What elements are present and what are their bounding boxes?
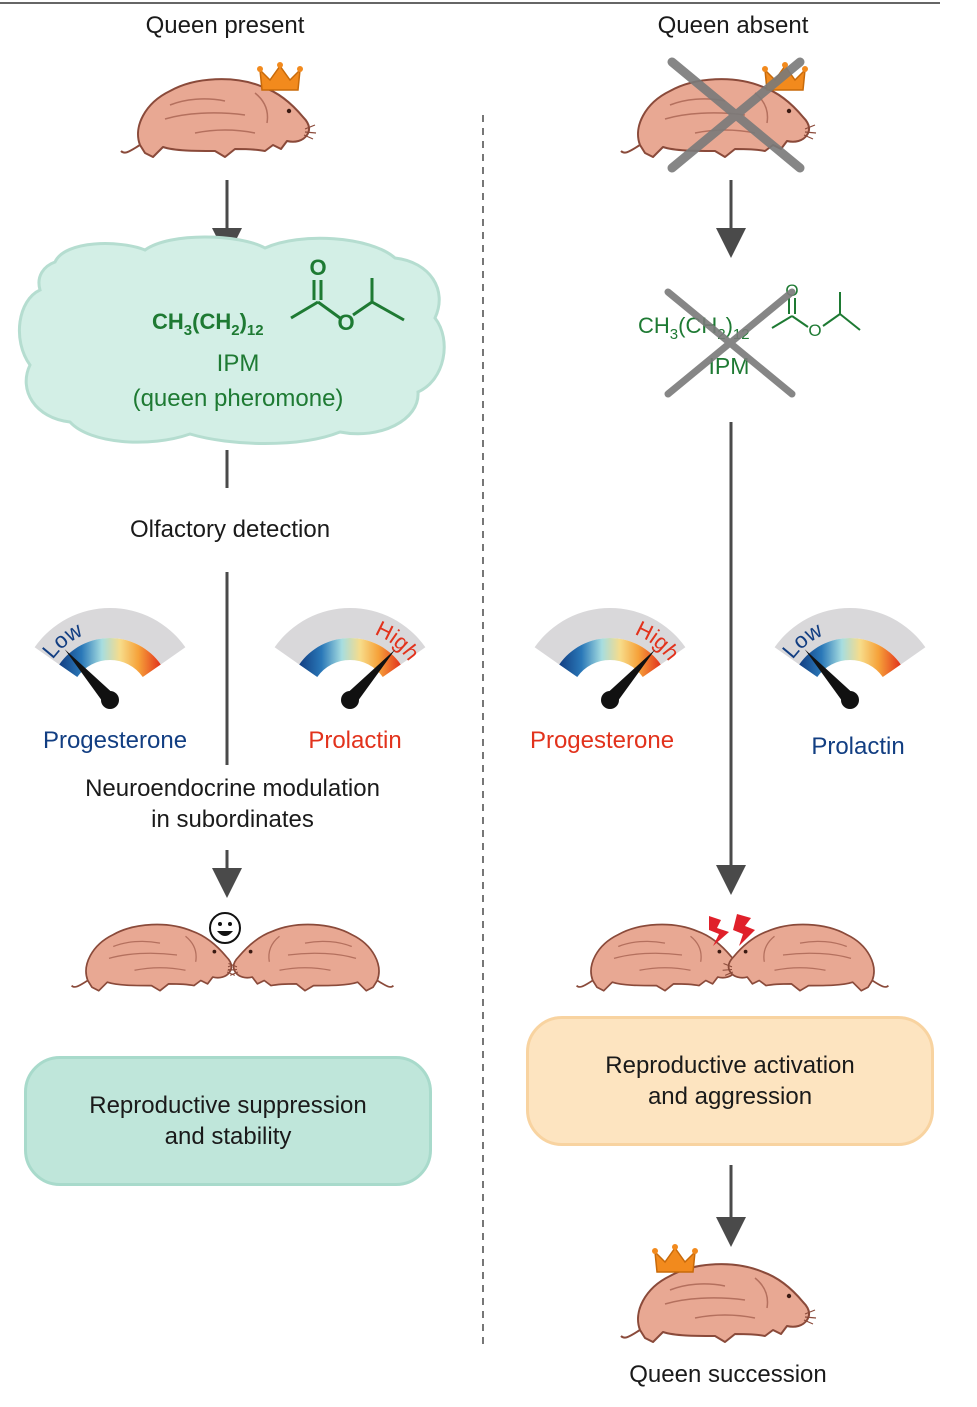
modulation-line-2: in subordinates <box>151 806 314 833</box>
queen-mole-rat-left <box>120 61 317 158</box>
gauge-outer-band <box>274 608 426 665</box>
gauge-needle <box>804 649 856 705</box>
progesterone-label-right: Progesterone <box>529 727 675 754</box>
activation-line-1: Reproductive activation <box>605 1052 855 1079</box>
pheromone-cloud <box>17 235 446 445</box>
activation-line-2: and aggression <box>647 1083 813 1110</box>
gauge-needle <box>604 649 656 705</box>
gauge-needle <box>64 649 116 705</box>
gauge-outer-band <box>34 608 186 665</box>
ipm-formula-left: CH3(CH2)12 <box>152 309 264 339</box>
gauge-color-band <box>559 638 661 678</box>
progesterone-label-left: Progesterone <box>42 727 188 754</box>
prolactin-label-left: Prolactin <box>308 727 402 754</box>
outcome-box-activation: Reproductive activation and aggression <box>526 1016 934 1146</box>
cross-out-pheromone-icon <box>664 288 796 398</box>
gauge-needle-hub <box>101 691 119 709</box>
title-queen-present: Queen present <box>145 12 305 39</box>
progesterone-gauge-right: High <box>534 608 686 709</box>
queen-succession-label: Queen succession <box>629 1361 827 1388</box>
gauge-needle-hub <box>841 691 859 709</box>
ipm-name-left: IPM <box>216 350 260 377</box>
prolactin-gauge-right: Low <box>774 608 926 709</box>
gauge-needle-hub <box>341 691 359 709</box>
gauge-outer-band <box>774 608 926 665</box>
lightning-conflict-icon <box>709 914 755 946</box>
gauge-color-band <box>299 638 401 678</box>
ipm-molecule-left <box>290 278 405 322</box>
gauge-needle-hub <box>601 691 619 709</box>
gauge-color-band <box>59 638 161 678</box>
carbonyl-oxygen-left: O <box>309 255 326 280</box>
ester-oxygen-left: O <box>337 310 354 335</box>
gauge-needle <box>344 649 396 705</box>
prolactin-gauge-left: High <box>274 608 426 709</box>
title-queen-absent: Queen absent <box>657 12 809 39</box>
olfactory-detection-label: Olfactory detection <box>129 516 331 543</box>
prolactin-label-right: Prolactin <box>811 733 905 760</box>
gauge-outer-band <box>534 608 686 665</box>
ipm-molecule-right <box>771 292 861 331</box>
subordinate-mole-rat-right-a <box>575 923 744 992</box>
gauge-color-band <box>799 638 901 678</box>
outcome-box-suppression: Reproductive suppression and stability <box>24 1056 432 1186</box>
ester-oxygen-right: O <box>808 321 821 340</box>
modulation-line-1: Neuroendocrine modulation <box>85 775 380 802</box>
cross-out-queen-icon <box>667 57 805 173</box>
progesterone-gauge-left: Low <box>34 608 186 709</box>
pheromone-caption: (queen pheromone) <box>132 385 344 412</box>
suppression-line-1: Reproductive suppression <box>89 1092 367 1119</box>
neuroendocrine-modulation-label: Neuroendocrine modulation in subordinate… <box>60 773 405 835</box>
smiley-icon <box>209 912 241 944</box>
suppression-line-2: and stability <box>164 1123 292 1150</box>
new-queen-mole-rat <box>620 1243 817 1343</box>
subordinate-mole-rat-left-b <box>226 923 395 992</box>
